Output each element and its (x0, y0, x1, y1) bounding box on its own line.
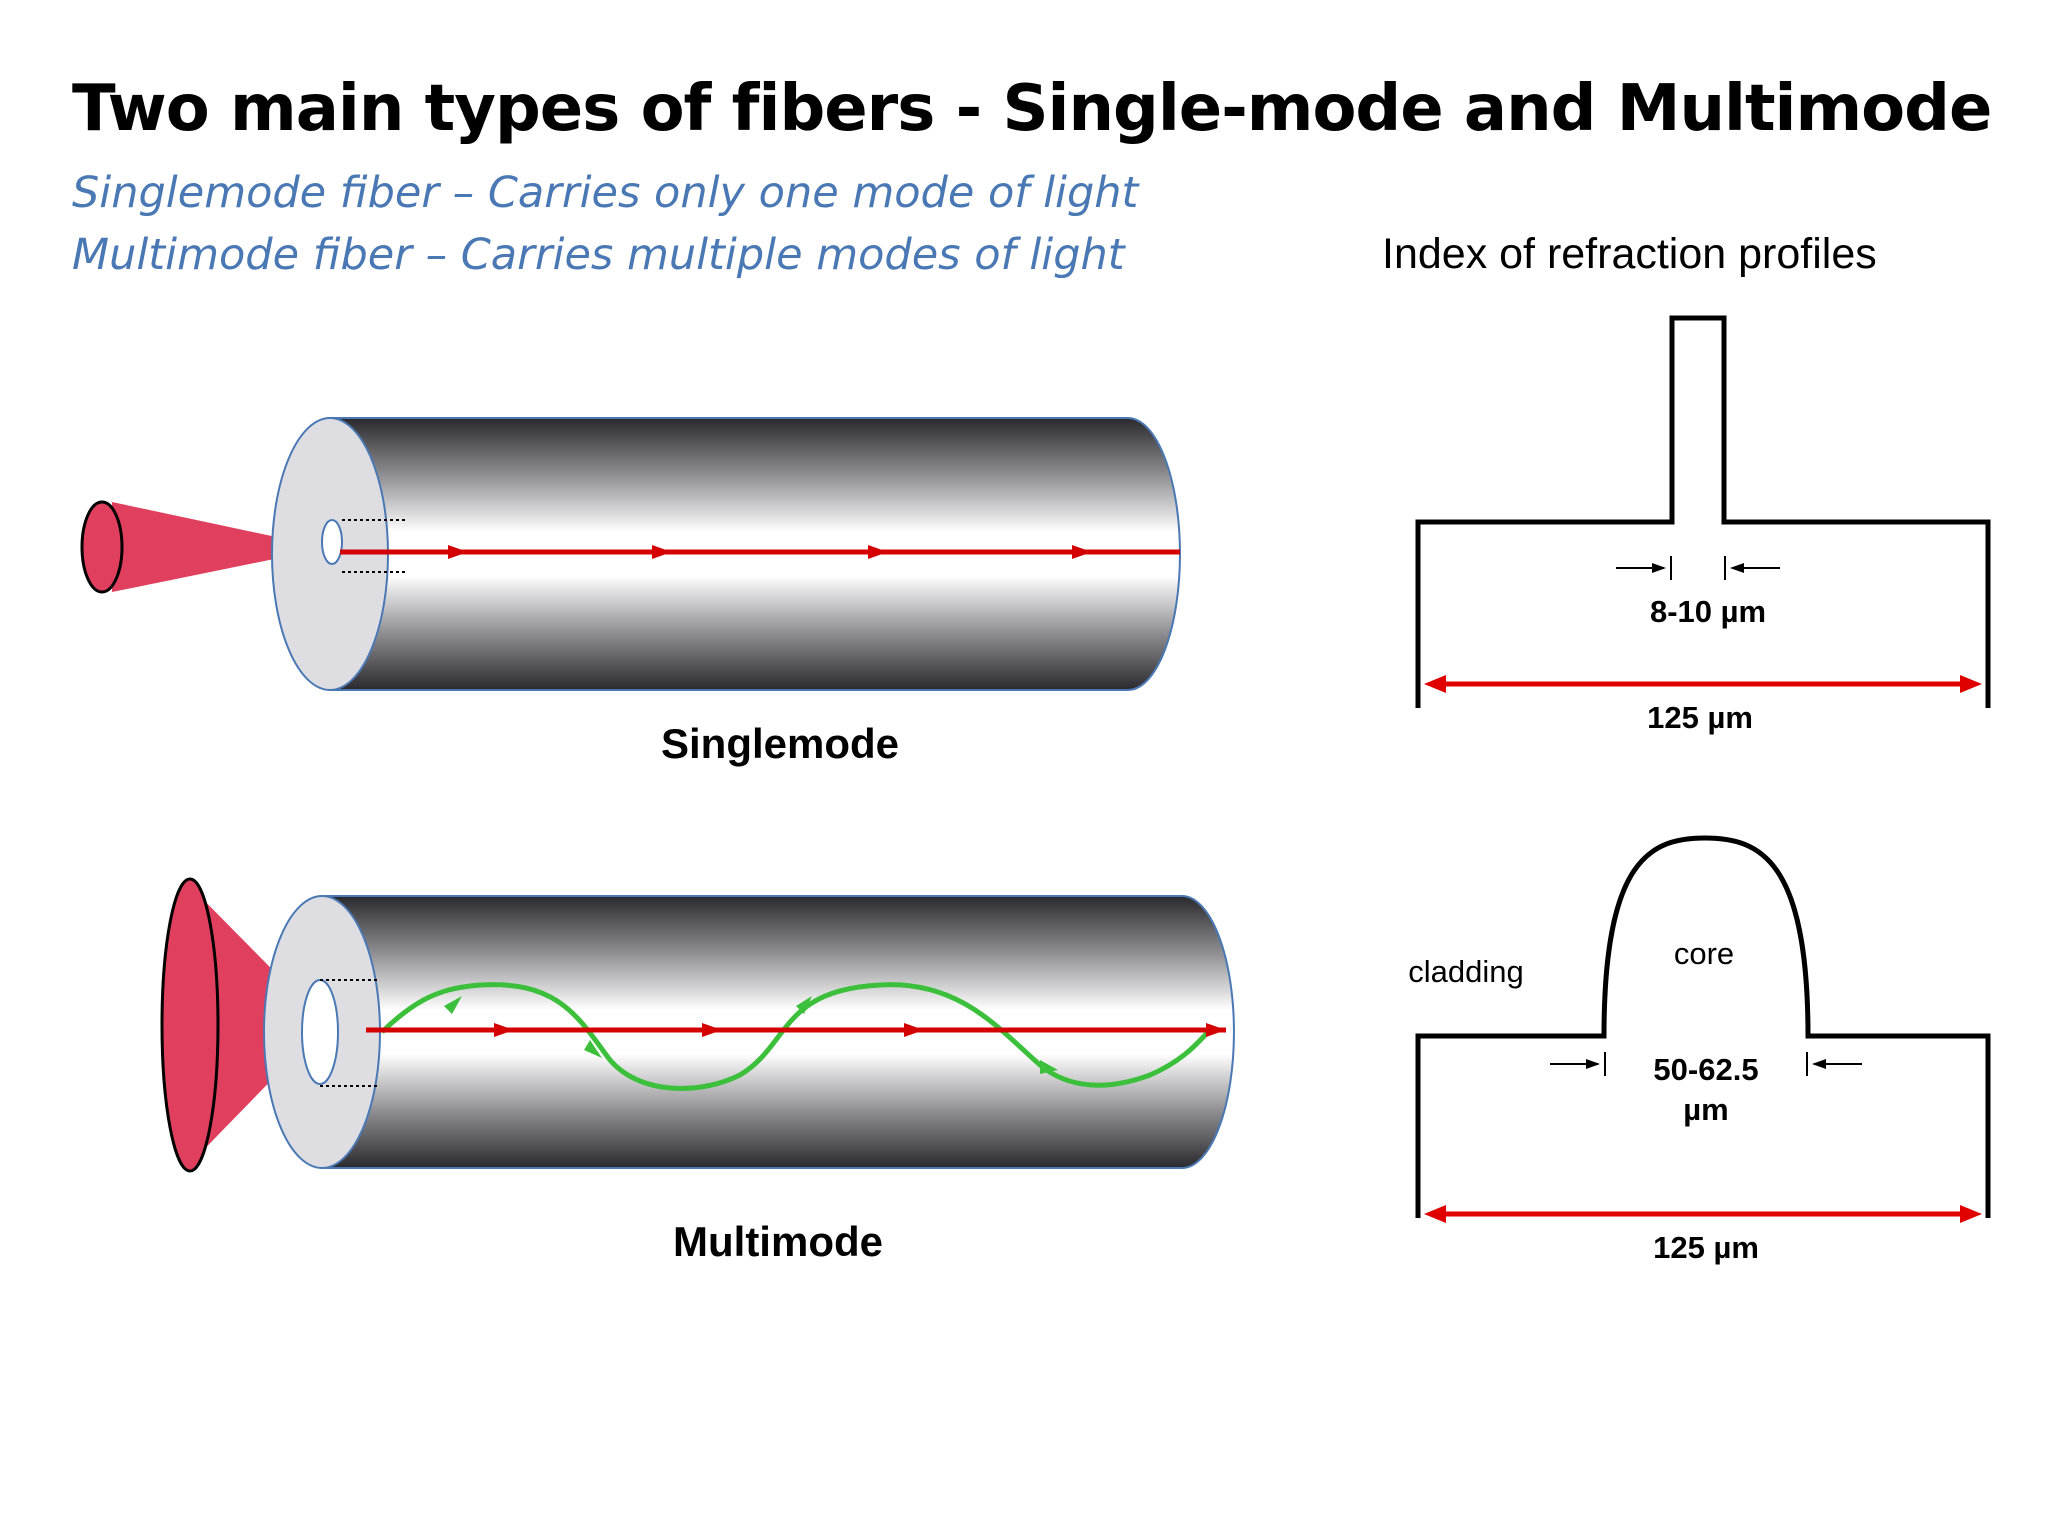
cladding-label: cladding (1408, 954, 1524, 989)
core-label: core (1673, 936, 1735, 971)
singlemode-light-cone (80, 500, 328, 594)
multimode-index-profile (1415, 835, 1991, 1223)
page-title: Two main types of fibers - Single-mode a… (72, 72, 1992, 146)
multimode-core-width-line2: µm (1683, 1092, 1729, 1127)
multimode-core-width: 50-62.5 µm (1653, 1052, 1758, 1128)
multimode-description: Multimode fiber – Carries multiple modes… (72, 230, 1125, 280)
profiles-heading: Index of refraction profiles (1382, 230, 1877, 278)
multimode-core-width-line1: 50-62.5 (1653, 1052, 1759, 1087)
singlemode-core-width: 8-10 µm (1649, 594, 1767, 629)
singlemode-label: Singlemode (660, 720, 900, 767)
singlemode-cladding-width: 125 µm (1647, 700, 1753, 735)
multimode-ray (366, 1023, 1226, 1037)
multimode-label: Multimode (673, 1218, 883, 1265)
multimode-light-cone (160, 877, 326, 1173)
multimode-fiber (160, 877, 1235, 1173)
singlemode-ray (340, 545, 1180, 559)
singlemode-index-profile (1415, 315, 1991, 708)
singlemode-description: Singlemode fiber – Carries only one mode… (72, 168, 1139, 218)
singlemode-fiber (80, 417, 1181, 691)
multimode-cladding-width: 125 µm (1653, 1230, 1759, 1265)
